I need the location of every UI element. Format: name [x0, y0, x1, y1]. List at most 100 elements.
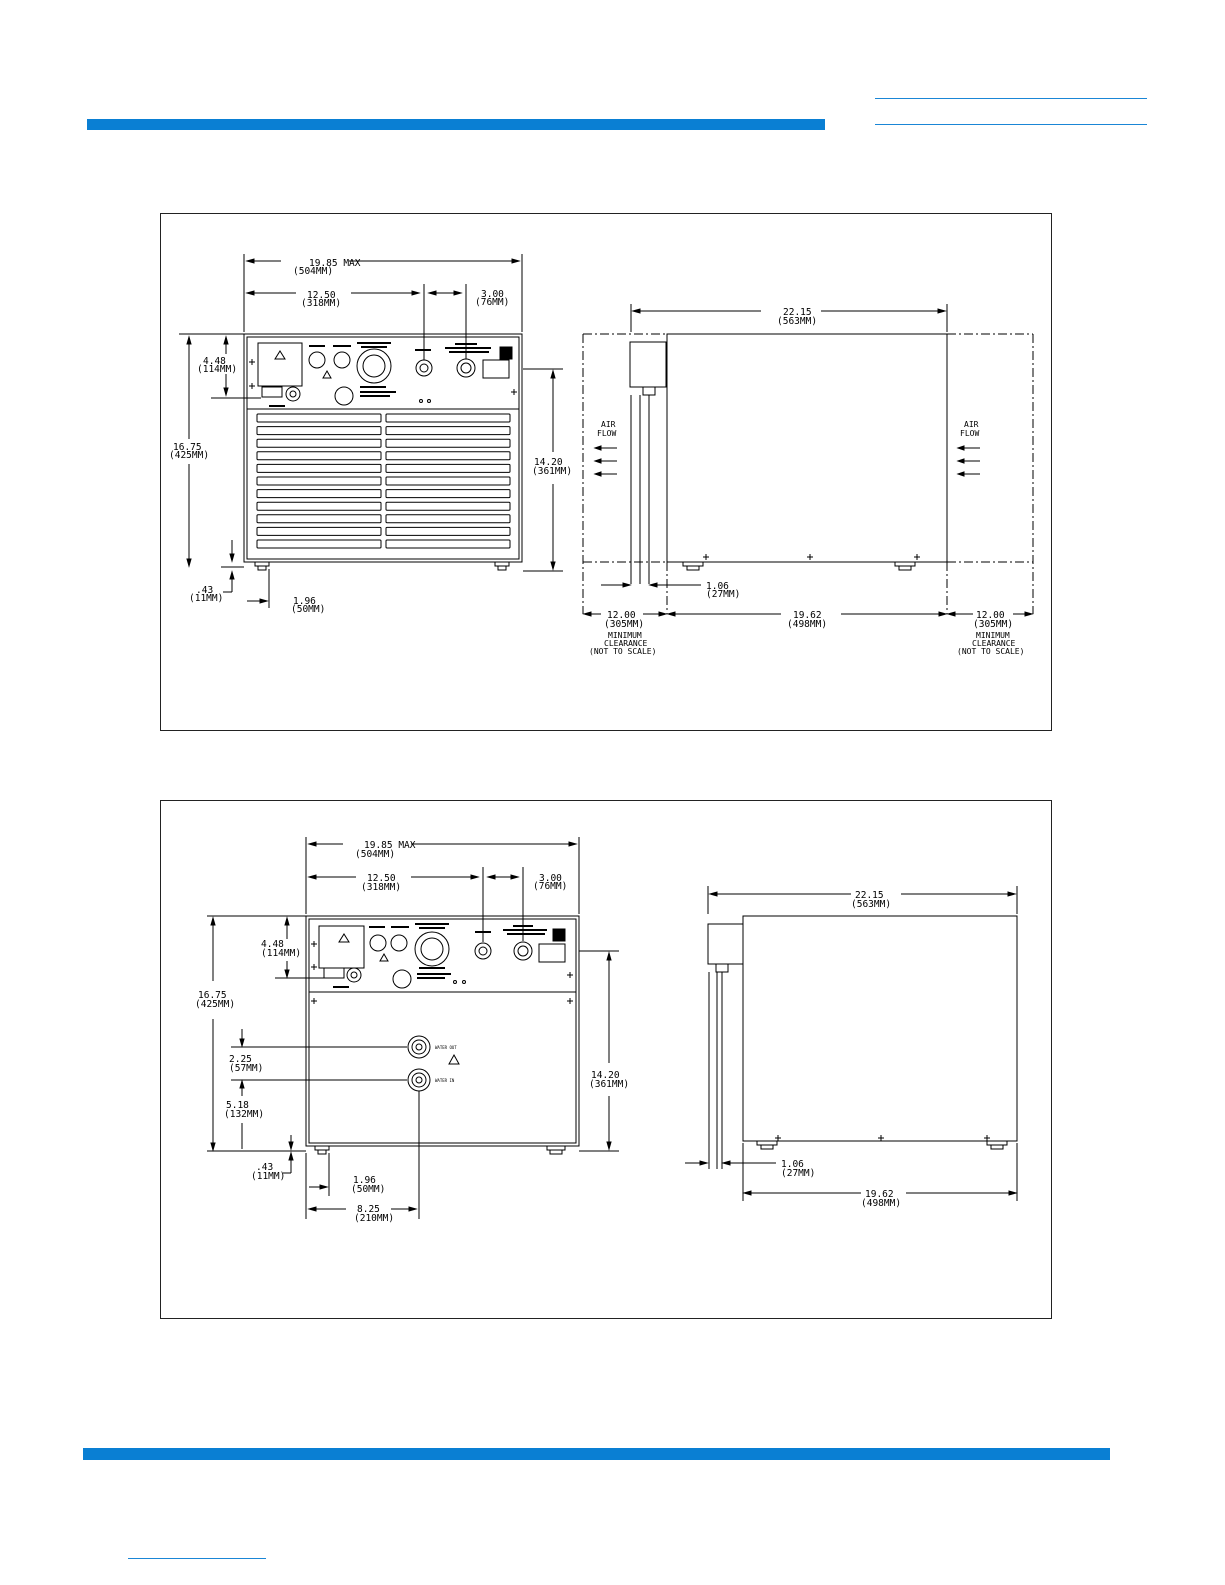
- dim-h2-mm: (425MM): [169, 450, 209, 461]
- dim2-w2-mm: (318MM): [361, 882, 401, 893]
- grille-slot: [385, 489, 511, 499]
- grille-slot: [256, 426, 382, 436]
- dim-h2: 16.75: [173, 442, 202, 453]
- dim2-length: 22.15: [855, 890, 884, 901]
- airflow-label-left-2: FLOW: [597, 429, 616, 438]
- dim-edge-mm: (50MM): [291, 604, 325, 615]
- drawing-air-cooled: 19.85 MAX (504MM) 12.50 (318MM) 3.00 (76…: [169, 254, 1034, 656]
- clearance-label-right-1: MINIMUM: [976, 631, 1010, 640]
- grille-slot: [256, 514, 382, 524]
- side-view-chassis-2: [707, 915, 1018, 1169]
- dim2-w3-mm: (76MM): [533, 881, 567, 892]
- grille-slot: [385, 413, 511, 423]
- dim-clear-right-mm: (305MM): [973, 619, 1013, 630]
- dim-clear-left-mm: (305MM): [604, 619, 644, 630]
- grille-slot: [385, 501, 511, 511]
- dim2-foot: .43: [256, 1162, 273, 1173]
- dim2-p2-mm: (132MM): [224, 1109, 264, 1120]
- dim2-foot-mm: (11MM): [251, 1171, 285, 1182]
- grille-slot: [256, 539, 382, 549]
- dim2-w3: 3.00: [539, 873, 562, 884]
- dim-width: 19.85 MAX: [309, 258, 361, 269]
- grille-slot: [385, 476, 511, 486]
- dim2-width-mm: (504MM): [355, 849, 395, 860]
- dim2-p1: 2.25: [229, 1054, 252, 1065]
- front-dimensions-2: [207, 837, 619, 1219]
- dim-clear-left: 12.00: [607, 610, 636, 621]
- grille-slot: [256, 451, 382, 461]
- grille-slot: [256, 413, 382, 423]
- dim2-width: 19.85 MAX: [364, 840, 416, 851]
- clearance-label-right-3: (NOT TO SCALE): [957, 647, 1024, 656]
- dim-w3: 3.00: [481, 289, 504, 300]
- figure-air-cooled: 19.85 MAX (504MM) 12.50 (318MM) 3.00 (76…: [160, 213, 1052, 731]
- clearance-label-left-2: CLEARANCE: [604, 639, 648, 648]
- dim-offset-mm: (27MM): [706, 589, 740, 600]
- water-out-label: WATER OUT: [435, 1045, 457, 1050]
- dim-length: 22.15: [783, 307, 812, 318]
- front-grille: [256, 413, 511, 549]
- dim-clear-right: 12.00: [976, 610, 1005, 621]
- dim-body-mm: (498MM): [787, 619, 827, 630]
- dim-offset: 1.06: [706, 581, 729, 592]
- dim2-h2: 16.75: [198, 990, 227, 1001]
- dim-h3-mm: (361MM): [532, 466, 572, 477]
- drawing-water-cooled: 19.85 MAX (504MM) 12.50 (318MM) 3.00 (76…: [195, 837, 1018, 1224]
- grille-slot: [385, 463, 511, 473]
- dim2-offset: 1.06: [781, 1159, 804, 1170]
- dim2-h2-mm: (425MM): [195, 999, 235, 1010]
- grille-slot: [256, 438, 382, 448]
- grille-slot: [256, 526, 382, 536]
- dim-foot: .43: [196, 585, 213, 596]
- grille-slot: [385, 526, 511, 536]
- dim2-edge: 1.96: [353, 1175, 376, 1186]
- footer-bar: [83, 1448, 1110, 1460]
- dim-body: 19.62: [793, 610, 822, 621]
- dim2-length-mm: (563MM): [851, 899, 891, 910]
- dim-w3-mm: (76MM): [475, 297, 509, 308]
- grille-slot: [385, 514, 511, 524]
- dim-width-mm: (504MM): [293, 266, 333, 277]
- dim-h1-mm: (114MM): [197, 364, 237, 375]
- side-dimensions-2: [685, 886, 1018, 1201]
- dim-w2-mm: (318MM): [301, 298, 341, 309]
- dim2-p2: 5.18: [226, 1100, 249, 1111]
- dim2-h3: 14.20: [591, 1070, 620, 1081]
- dim-foot-mm: (11MM): [189, 593, 223, 604]
- front-dimensions: [179, 254, 563, 608]
- grille-slot: [385, 426, 511, 436]
- dim2-body-mm: (498MM): [861, 1198, 901, 1209]
- dim2-offset-mm: (27MM): [781, 1168, 815, 1179]
- dim-edge: 1.96: [293, 596, 316, 607]
- dim2-p1-mm: (57MM): [229, 1063, 263, 1074]
- dim-h3: 14.20: [534, 457, 563, 468]
- dim-h1: 4.48: [203, 356, 226, 367]
- side-dimensions: [582, 304, 1034, 617]
- header-rule-top: [875, 98, 1147, 99]
- dim2-port: 8.25: [357, 1204, 380, 1215]
- clearance-outline: [582, 333, 1034, 614]
- dim2-w2: 12.50: [367, 873, 396, 884]
- side-view-chassis: [629, 333, 948, 584]
- airflow-label-right-2: FLOW: [960, 429, 979, 438]
- dim2-port-mm: (210MM): [354, 1213, 394, 1224]
- airflow-label-left-1: AIR: [601, 420, 616, 429]
- front-view-chassis: [243, 333, 523, 571]
- grille-slot: [256, 501, 382, 511]
- dim2-h1-mm: (114MM): [261, 948, 301, 959]
- water-in-label: WATER IN: [435, 1078, 455, 1083]
- figure-water-cooled: 19.85 MAX (504MM) 12.50 (318MM) 3.00 (76…: [160, 800, 1052, 1319]
- dim-w2: 12.50: [307, 290, 336, 301]
- dim-length-mm: (563MM): [777, 316, 817, 327]
- clearance-label-left-1: MINIMUM: [608, 631, 642, 640]
- grille-slot: [385, 438, 511, 448]
- airflow-label-right-1: AIR: [964, 420, 979, 429]
- header-bar: [87, 119, 825, 130]
- grille-slot: [385, 539, 511, 549]
- grille-slot: [256, 463, 382, 473]
- dim2-edge-mm: (50MM): [351, 1184, 385, 1195]
- dim2-h1: 4.48: [261, 939, 284, 950]
- clearance-label-left-3: (NOT TO SCALE): [589, 647, 656, 656]
- grille-slot: [385, 451, 511, 461]
- footer-link-underline: [128, 1558, 266, 1559]
